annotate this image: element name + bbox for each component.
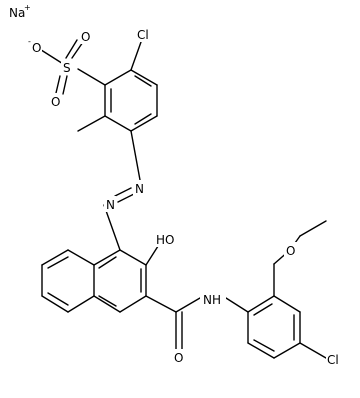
- sulfonate-oxygen-minus: - O: [28, 37, 42, 55]
- sulfonate-oxygen-minus-label: O: [32, 41, 41, 55]
- azo-nitrogen-2: N: [104, 196, 116, 212]
- bond: [65, 39, 78, 59]
- sulfonate-oxygen-bottom: O: [49, 93, 62, 109]
- bond: [119, 249, 147, 266]
- bond: [104, 115, 132, 132]
- amide-oxygen: O: [172, 349, 186, 365]
- bond: [67, 249, 95, 266]
- chlorine-bottom-label: Cl: [327, 353, 339, 367]
- azo-nitrogen-1-label: N: [135, 182, 144, 196]
- bond: [299, 220, 327, 237]
- bond: [130, 41, 142, 71]
- bond: [273, 342, 301, 359]
- ether-oxygen: O: [284, 242, 298, 258]
- ether-oxygen-label: O: [286, 244, 295, 258]
- sulfur-label: S: [63, 61, 71, 75]
- bond: [130, 69, 158, 86]
- amide-oxygen-label: O: [174, 351, 183, 365]
- azo-nitrogen-2-label: N: [106, 198, 115, 212]
- bond: [119, 295, 147, 313]
- bond: [273, 295, 301, 313]
- hydroxyl-group: HO: [155, 231, 179, 247]
- bond: [41, 249, 69, 266]
- sodium-symbol: Na: [9, 6, 25, 20]
- bond: [71, 41, 84, 59]
- bond: [67, 295, 95, 313]
- bond: [104, 69, 132, 86]
- bond: [93, 295, 121, 313]
- bond: [247, 295, 275, 313]
- bond: [62, 75, 68, 95]
- bond: [103, 204, 121, 251]
- bond: [47, 292, 69, 306]
- bond: [130, 115, 158, 132]
- sulfonate-charge: -: [28, 37, 31, 46]
- bond: [98, 295, 117, 307]
- bond: [134, 75, 152, 87]
- amide-nitrogen-label: NH: [203, 293, 221, 307]
- bond: [93, 249, 121, 266]
- bond: [114, 187, 132, 197]
- bond: [253, 339, 275, 352]
- chlorine-top-label: Cl: [137, 28, 149, 42]
- sulfonate-oxygen-top: O: [79, 28, 92, 44]
- chlorine-atom-bottom: Cl: [326, 351, 344, 367]
- bond: [41, 295, 69, 313]
- sulfur-atom: S: [61, 59, 74, 75]
- bond: [98, 256, 117, 269]
- bond: [145, 295, 177, 313]
- bond: [225, 297, 249, 313]
- bond: [55, 75, 61, 94]
- bond: [175, 297, 201, 313]
- bond: [299, 342, 327, 359]
- bond: [77, 115, 106, 132]
- sulfonate-oxygen-top-label: O: [81, 30, 90, 44]
- amide-nitrogen: NH: [200, 291, 226, 307]
- bond: [77, 68, 106, 86]
- bond: [130, 130, 141, 181]
- atom-labels: Na + - O S O O Cl: [9, 3, 344, 367]
- chlorine-atom-top: Cl: [136, 26, 154, 42]
- sodium-charge: +: [24, 3, 31, 12]
- bond: [253, 303, 273, 316]
- bond-layer: [37, 39, 327, 359]
- bond: [47, 256, 69, 269]
- sodium-ion: Na +: [9, 3, 31, 20]
- sulfonate-oxygen-bottom-label: O: [51, 95, 60, 109]
- hydroxyl-label: HO: [156, 233, 174, 247]
- bond: [117, 193, 135, 203]
- bond: [247, 342, 275, 359]
- bond: [134, 113, 152, 125]
- azo-nitrogen-1: N: [133, 180, 145, 196]
